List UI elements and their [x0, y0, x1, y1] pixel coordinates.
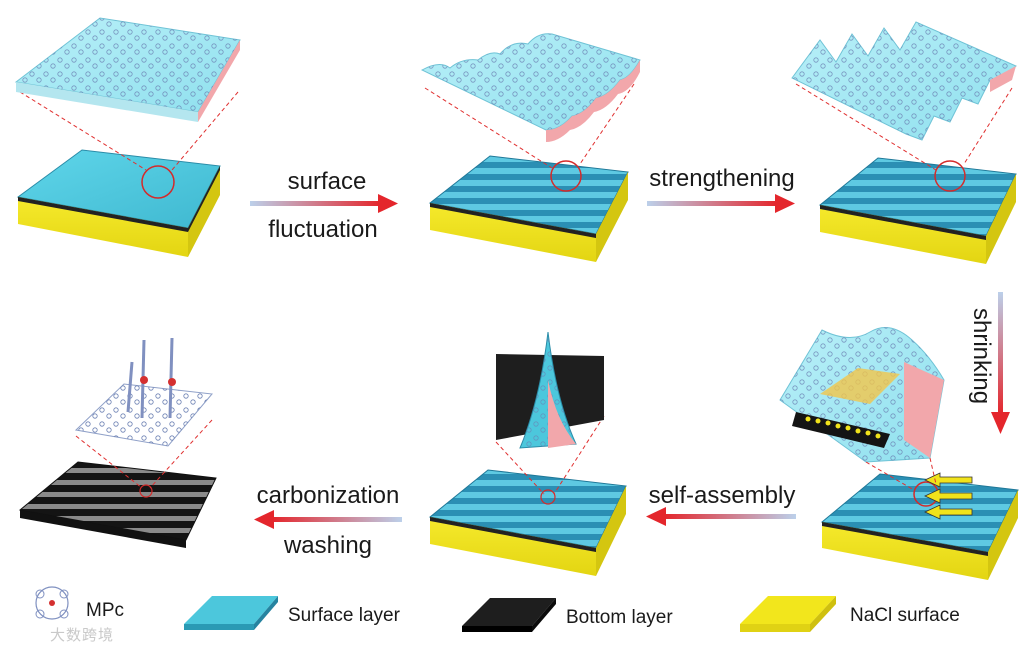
legend-surface-layer-label: Surface layer — [288, 605, 400, 626]
label-surface: surface — [287, 168, 367, 195]
block-self-assembled — [428, 415, 627, 576]
arrow-self-assembly — [646, 507, 796, 526]
legend-surface-layer-swatch — [184, 596, 278, 630]
block-flat-surface — [16, 91, 239, 257]
legend-mpc-icon — [35, 586, 69, 620]
label-shrinking: shrinking — [968, 308, 995, 405]
graphene-inset — [74, 337, 213, 447]
legend-nacl-swatch — [740, 596, 836, 632]
arrow-surface-fluctuation — [250, 194, 398, 213]
label-carbonization: carbonization — [256, 482, 400, 509]
peak-inset — [496, 331, 604, 449]
arrow-carbonization-washing — [254, 510, 402, 529]
block-shrunk-surface — [820, 472, 1019, 580]
legend-bottom-layer-swatch — [462, 598, 556, 632]
sheet-wavy-inset — [420, 33, 641, 142]
label-self-assembly: self-assembly — [648, 482, 796, 509]
shrunk-inset — [779, 327, 945, 491]
block-strengthened-surface — [795, 83, 1017, 264]
block-carbonized — [18, 419, 217, 548]
legend-mpc-label: MPc — [86, 600, 124, 621]
label-fluctuation: fluctuation — [268, 216, 378, 243]
label-strengthening: strengthening — [649, 165, 795, 192]
arrow-shrinking — [991, 292, 1010, 434]
sheet-flat-inset — [14, 17, 241, 122]
legend-bottom-layer-label: Bottom layer — [566, 607, 673, 628]
legend-nacl-label: NaCl surface — [850, 605, 960, 626]
block-fluctuated-surface — [424, 83, 635, 262]
watermark-text: 大数跨境 — [50, 627, 115, 644]
yellow-flow-arrows — [924, 472, 973, 520]
label-washing: washing — [283, 532, 373, 559]
arrow-strengthening — [647, 194, 795, 213]
sheet-ridged-inset — [791, 21, 1017, 141]
